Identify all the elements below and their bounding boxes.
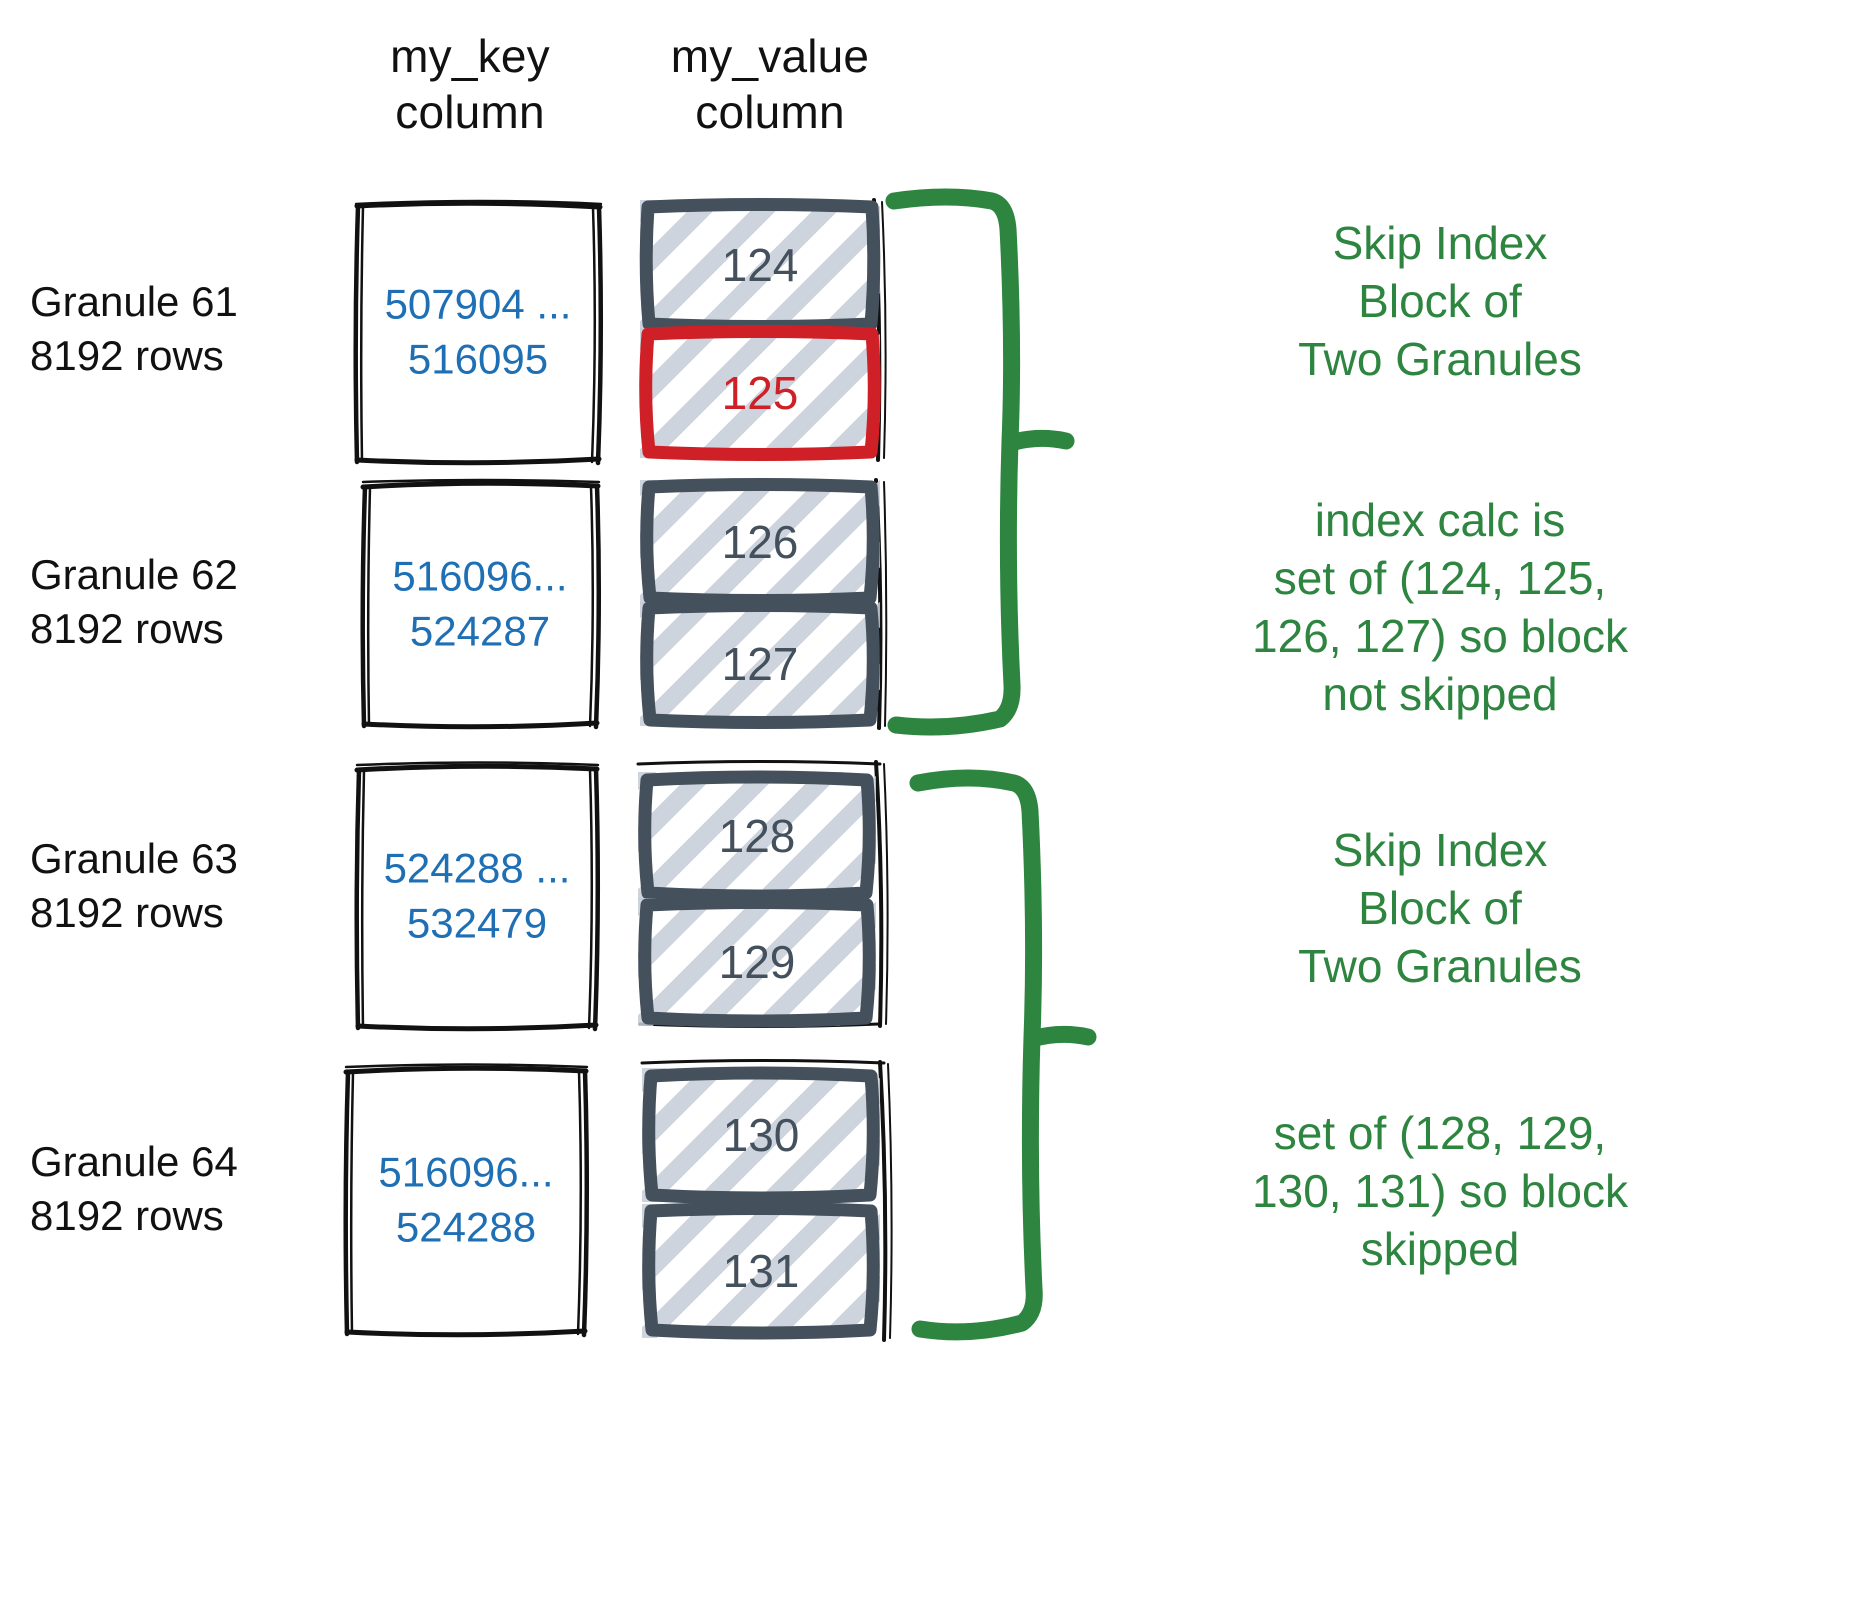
value-number: 131 xyxy=(722,1245,800,1297)
hatch-pattern xyxy=(640,328,880,458)
column-header-my-key: my_key column xyxy=(390,30,550,139)
key-range-granule-63: 524288 ... 532479 xyxy=(383,844,571,946)
value-number: 124 xyxy=(721,239,799,291)
value-cell-border-icon xyxy=(638,770,876,903)
value-group-granule-61: 124 125 xyxy=(636,196,888,464)
skip-index-bracket-top xyxy=(885,188,1075,736)
value-cell-131: 131 xyxy=(642,1202,880,1340)
hatch-pattern xyxy=(642,1204,880,1338)
value-cell-127: 127 xyxy=(640,599,880,729)
row-label-granule-63: Granule 63 8192 rows xyxy=(30,835,238,936)
annotation-skip-index-block-bottom: Skip Index Block of Two Granules xyxy=(1298,824,1582,992)
value-cell-border-icon xyxy=(638,896,876,1028)
value-cell-border-icon xyxy=(639,198,881,333)
value-number: 125 xyxy=(721,367,799,419)
hatch-pattern xyxy=(638,898,876,1026)
column-header-my-value: my_value column xyxy=(670,30,870,139)
key-box-granule-64: 516096... 524288 xyxy=(340,1062,592,1338)
annotation-set-skipped: set of (128, 129, 130, 131) so block ski… xyxy=(1252,1107,1628,1275)
value-group-granule-63: 128 129 xyxy=(632,758,890,1030)
value-cell-border-icon xyxy=(640,599,880,729)
value-number: 129 xyxy=(718,936,796,988)
value-cell-125-highlighted: 125 xyxy=(639,325,881,461)
value-group-granule-64: 130 131 xyxy=(636,1058,894,1344)
value-group-granule-62: 126 127 xyxy=(636,476,888,732)
row-label-granule-61: Granule 61 8192 rows xyxy=(30,278,238,379)
value-cell-129: 129 xyxy=(638,896,876,1028)
value-group-outline-icon xyxy=(640,1059,893,1342)
key-box-granule-61: 507904 ... 516095 xyxy=(352,198,604,466)
annotation-index-calc-not-skipped: index calc is set of (124, 125, 126, 127… xyxy=(1252,494,1628,720)
key-box-outline-icon xyxy=(354,761,601,1032)
value-number: 128 xyxy=(718,810,796,862)
key-box-granule-62: 516096... 524287 xyxy=(358,478,602,730)
hatch-pattern xyxy=(642,1068,880,1202)
skip-index-bracket-bottom xyxy=(909,769,1097,1341)
value-cell-126: 126 xyxy=(640,478,880,607)
hatch-pattern xyxy=(640,602,880,726)
hatch-pattern xyxy=(640,200,880,330)
annotation-skip-index-block-top: Skip Index Block of Two Granules xyxy=(1298,217,1582,385)
value-number: 130 xyxy=(722,1109,800,1161)
value-cell-border-icon xyxy=(642,1066,880,1205)
key-range-granule-62: 516096... 524287 xyxy=(392,552,568,654)
row-label-granule-62: Granule 62 8192 rows xyxy=(30,551,238,652)
key-box-outline-icon xyxy=(353,199,604,466)
value-cell-124: 124 xyxy=(639,198,881,333)
value-cell-border-icon xyxy=(642,1202,880,1340)
row-label-granule-64: Granule 64 8192 rows xyxy=(30,1138,238,1239)
key-box-granule-63: 524288 ... 532479 xyxy=(352,760,602,1032)
value-cell-border-icon xyxy=(640,478,880,607)
key-range-granule-64: 516096... 524288 xyxy=(378,1148,554,1250)
key-range-granule-61: 507904 ... 516095 xyxy=(384,280,572,382)
value-number: 126 xyxy=(721,516,799,568)
hatch-pattern xyxy=(638,772,876,900)
value-cell-130: 130 xyxy=(642,1066,880,1205)
key-box-outline-icon xyxy=(360,478,602,730)
value-cell-highlight-border-icon xyxy=(639,325,881,461)
key-box-outline-icon xyxy=(343,1063,590,1338)
hatch-pattern xyxy=(640,480,880,604)
value-cell-128: 128 xyxy=(638,770,876,903)
value-number: 127 xyxy=(721,638,799,690)
